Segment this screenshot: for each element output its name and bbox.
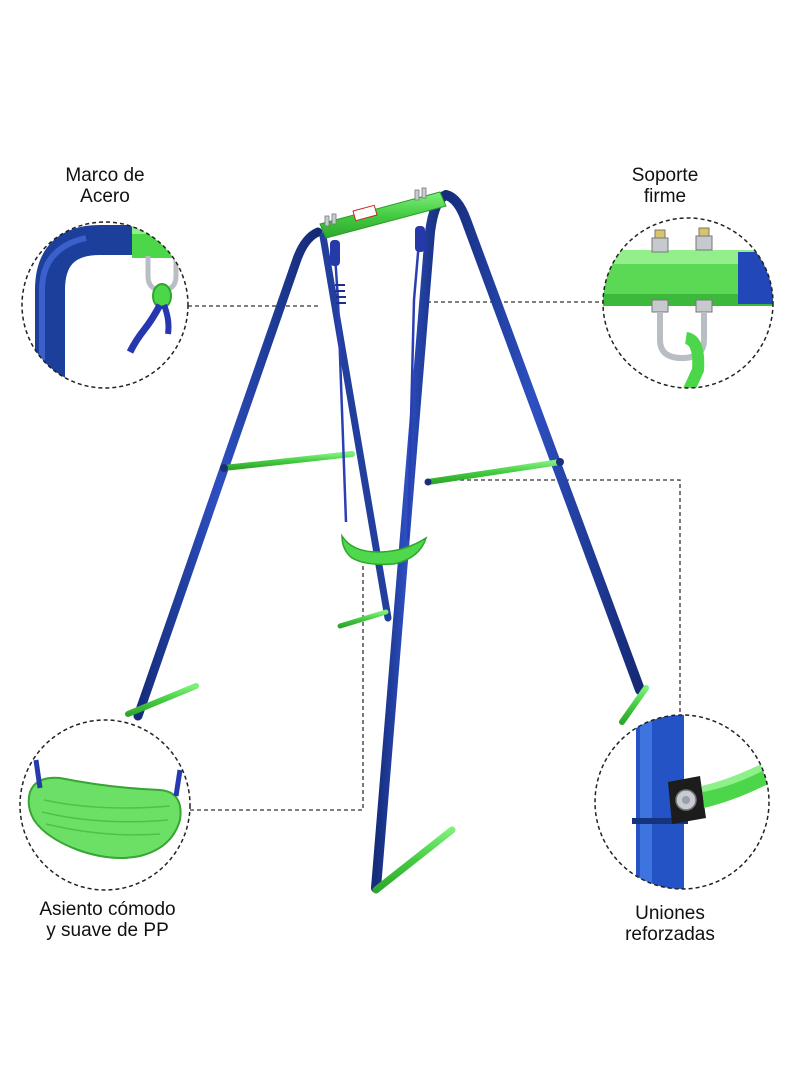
- label-firm-support-line1: Soporte: [631, 165, 699, 186]
- callout-firm-support: [602, 217, 774, 389]
- connector-reinforced-joints: [432, 479, 681, 718]
- label-steel-frame: Marco de Acero: [40, 165, 170, 207]
- connector-firm-support: [427, 245, 603, 303]
- label-steel-frame-line1: Marco de: [65, 165, 145, 186]
- label-reinforced-joints-line1: Uniones: [635, 903, 705, 924]
- label-comfortable-seat-line2: y suave de PP: [46, 920, 169, 941]
- label-firm-support: Soporte firme: [615, 165, 715, 207]
- callout-comfortable-seat: [19, 719, 191, 891]
- label-firm-support-line2: firme: [643, 186, 687, 207]
- swing-seat: [341, 533, 428, 566]
- callout-steel-frame: [21, 221, 189, 389]
- label-reinforced-joints-line2: reforzadas: [625, 924, 715, 945]
- label-comfortable-seat-line1: Asiento cómodo: [39, 899, 176, 920]
- callout-connectors: [188, 245, 681, 811]
- connector-comfortable-seat: [190, 560, 364, 811]
- label-steel-frame-line2: Acero: [80, 186, 130, 207]
- swing-frame: [125, 187, 649, 894]
- label-reinforced-joints: Uniones reforzadas: [605, 903, 735, 945]
- callout-reinforced-joints: [594, 714, 770, 890]
- label-comfortable-seat: Asiento cómodo y suave de PP: [20, 899, 195, 941]
